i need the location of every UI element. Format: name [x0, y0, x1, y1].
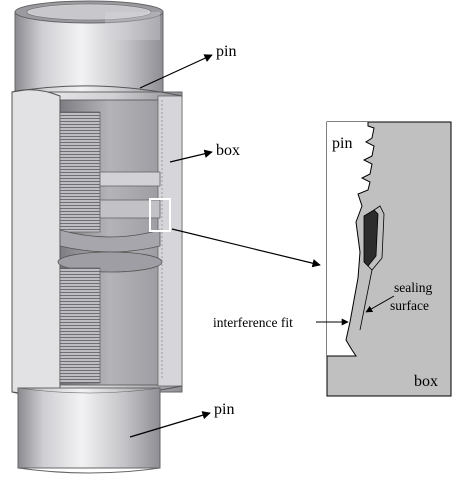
arrow-pin-bottom: [129, 411, 211, 438]
arrow-box: [169, 149, 213, 163]
detail-inset: pin box sealing surface: [316, 121, 452, 397]
pipe-assembly: [11, 0, 183, 474]
lower-thread: [59, 267, 101, 384]
detail-highlight-box: [149, 198, 171, 232]
bottom-pin-tube: [17, 387, 161, 474]
arrow-pin-top: [139, 54, 213, 89]
top-pin-tube: [14, 0, 164, 123]
upper-thread: [59, 111, 101, 233]
box-sealing-line: [359, 269, 373, 331]
label-sealing-1: sealing: [394, 280, 432, 295]
detail-label-pin: pin: [332, 135, 352, 152]
label-sealing-2: surface: [390, 298, 429, 313]
leader-lines: [129, 54, 321, 438]
label-pin-bottom: pin: [214, 401, 234, 418]
label-box: box: [216, 142, 240, 159]
detail-label-box: box: [414, 373, 438, 390]
pin-profile: [327, 122, 374, 356]
arrow-sealing: [365, 295, 395, 313]
pin-nose-band: [59, 171, 161, 253]
label-pin-top: pin: [216, 43, 236, 60]
arrow-detail: [171, 228, 321, 268]
label-interference-fit: interference fit: [213, 315, 293, 330]
pin-thread-outline: [327, 122, 375, 357]
